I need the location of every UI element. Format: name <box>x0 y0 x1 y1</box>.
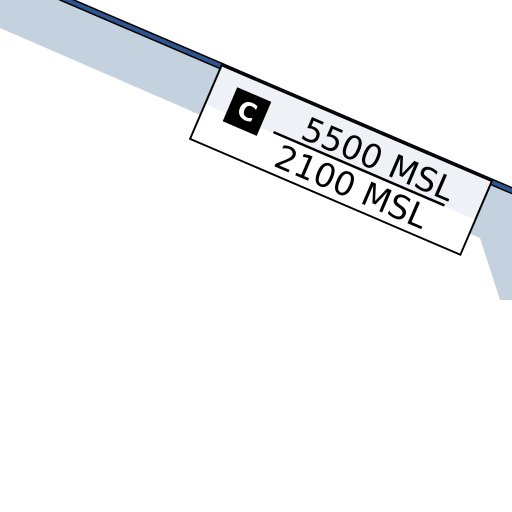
altitude-divider-line <box>273 131 445 207</box>
label-box-lower <box>191 104 475 254</box>
boundary-shading <box>0 0 512 300</box>
class-badge <box>222 87 272 136</box>
